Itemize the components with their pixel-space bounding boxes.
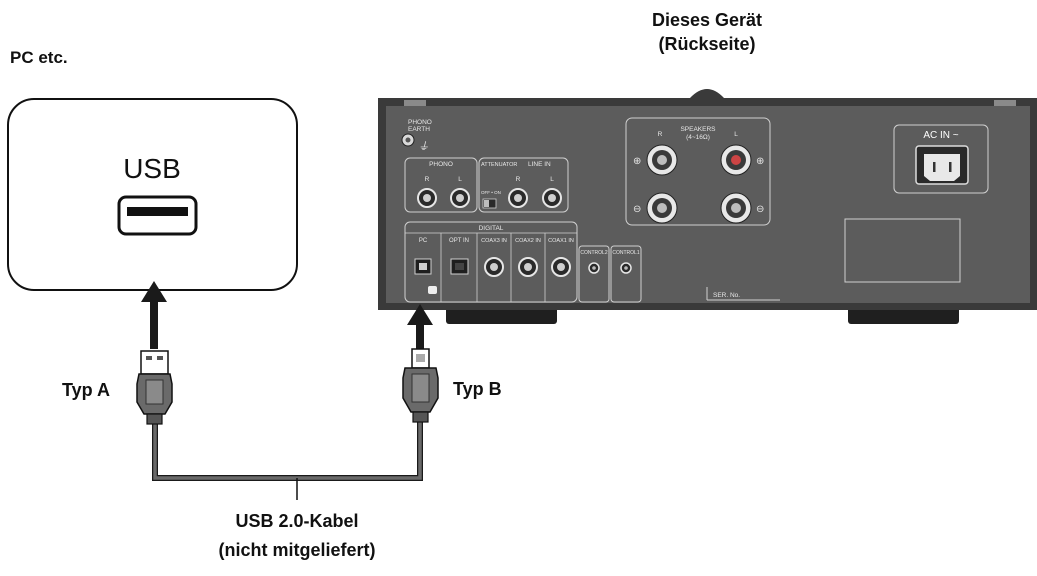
phono-jack-r [417,188,437,208]
phono-earth-label-2: EARTH [408,126,430,133]
digital-label: DIGITAL [479,225,504,232]
control2-jack [588,262,600,274]
label-plate [844,218,961,283]
pc-box [7,98,298,291]
speakers-impedance-label: (4~16Ω) [686,134,710,141]
speaker-terminal-l-minus [720,192,752,224]
svg-text:⊖: ⊖ [633,204,641,215]
cable-label-line1: USB 2.0-Kabel [235,511,358,531]
attenuator-label: ATTENUATOR [481,162,517,168]
control1-jack [620,262,632,274]
arrow-to-pc [141,281,167,349]
ac-in-group [893,124,989,194]
coax2-jack [518,257,538,277]
speaker-terminal-r-minus [646,192,678,224]
cable-label-line2: (nicht mitgeliefert) [218,540,375,560]
speakers-group [625,117,771,226]
line-in-label: LINE IN [528,161,551,168]
usb-cable [153,422,422,480]
line-in-jack-l [542,188,562,208]
usb-port-icon [117,195,198,236]
usb-type-b-plug-icon [402,348,439,423]
opt-in-label: OPT IN [449,238,469,244]
device-foot-right [848,307,959,324]
coax1-in-label: COAX1 IN [548,238,574,244]
usb-b-port-icon [414,258,432,275]
line-in-jack-r [508,188,528,208]
phono-group [404,157,478,213]
control2-group [578,245,610,303]
phono-earth-label: PHONO [408,119,432,126]
phono-label: PHONO [429,161,453,168]
device-title-line1: Dieses Gerät [652,10,762,30]
line-in-group [478,157,569,213]
coax3-in-label: COAX3 IN [481,238,507,244]
svg-text:R: R [658,131,663,138]
control2-label: CONTROL2 [580,250,607,256]
control1-group [610,245,642,303]
pc-port-label: PC [419,238,428,244]
serial-number-label: SER. No. [713,292,740,299]
speaker-terminal-r-plus [646,144,678,176]
svg-text:⊕: ⊕ [756,156,764,167]
phono-jack-l [450,188,470,208]
type-a-label: Typ A [62,380,110,400]
svg-text:R: R [425,176,430,183]
coax1-jack [551,257,571,277]
usb-type-a-plug-icon [136,350,173,425]
digital-group [404,221,578,303]
type-b-label: Typ B [453,379,502,399]
device-title-line2: (Rückseite) [658,34,755,54]
device-rear-panel: PHONO EARTH ⏚ PHONO R L ATTENUATOR LINE … [378,89,1037,324]
speakers-label: SPEAKERS [680,126,716,133]
device-foot-left [446,307,557,324]
pc-device: PC etc. USB [7,48,298,291]
ground-icon: ⏚ [418,141,429,153]
attenuator-switch-label: OFF • ON [481,190,501,195]
svg-text:L: L [734,131,738,138]
svg-text:L: L [550,176,554,183]
ac-power-socket [915,145,969,185]
coax2-in-label: COAX2 IN [515,238,541,244]
pc-title: PC etc. [10,48,68,67]
svg-text:R: R [516,176,521,183]
optical-port-icon [450,258,469,275]
pc-usb-label: USB [123,153,181,184]
pc-port-indicator [428,286,437,294]
ac-in-label: AC IN ~ [923,130,958,141]
attenuator-switch [482,198,497,209]
svg-text:⊖: ⊖ [756,204,764,215]
coax3-jack [484,257,504,277]
svg-text:⊕: ⊕ [633,156,641,167]
speaker-terminal-l-plus [720,144,752,176]
arrow-to-device [407,304,433,349]
svg-text:L: L [458,176,462,183]
control1-label: CONTROL1 [612,250,639,256]
usb-cable-outline [152,422,423,481]
